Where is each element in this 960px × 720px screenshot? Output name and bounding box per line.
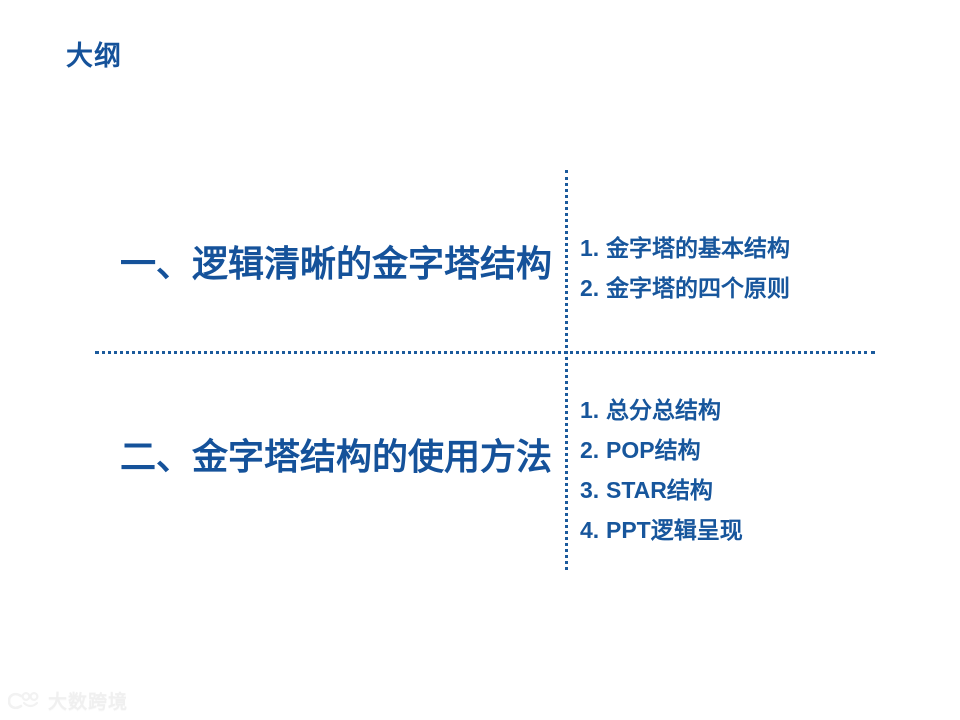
list-item-number: 4. <box>580 517 600 543</box>
list-item-number: 1. <box>580 397 600 423</box>
list-item: 2. 金字塔的四个原则 <box>580 268 930 308</box>
divider-horizontal <box>95 351 875 354</box>
list-item-label: STAR结构 <box>606 477 713 503</box>
section-list-one: 1. 金字塔的基本结构 2. 金字塔的四个原则 <box>580 228 930 308</box>
watermark: 大数跨境 <box>7 687 129 714</box>
list-item: 2. POP结构 <box>580 430 930 470</box>
list-item-number: 3. <box>580 477 600 503</box>
list-item-number: 1. <box>580 235 600 261</box>
list-item: 3. STAR结构 <box>580 470 930 510</box>
watermark-text: 大数跨境 <box>48 692 129 713</box>
list-item-label: 金字塔的四个原则 <box>606 275 790 301</box>
list-item: 1. 金字塔的基本结构 <box>580 228 930 268</box>
list-item-label: POP结构 <box>606 437 701 463</box>
list-item-label: 总分总结构 <box>606 397 721 423</box>
list-item: 4. PPT逻辑呈现 <box>580 510 930 550</box>
section-heading-one: 一、逻辑清晰的金字塔结构 <box>119 243 552 284</box>
section-list-two: 1. 总分总结构 2. POP结构 3. STAR结构 4. PPT逻辑呈现 <box>580 390 930 550</box>
list-item-number: 2. <box>580 437 600 463</box>
list-item-label: 金字塔的基本结构 <box>606 235 790 261</box>
page-title: 大纲 <box>66 41 122 71</box>
divider-vertical <box>565 170 568 570</box>
list-item-label: PPT逻辑呈现 <box>606 517 743 543</box>
list-item-number: 2. <box>580 275 600 301</box>
section-heading-two: 二、金字塔结构的使用方法 <box>119 436 552 477</box>
list-item: 1. 总分总结构 <box>580 390 930 430</box>
watermark-logo-icon <box>7 690 42 712</box>
